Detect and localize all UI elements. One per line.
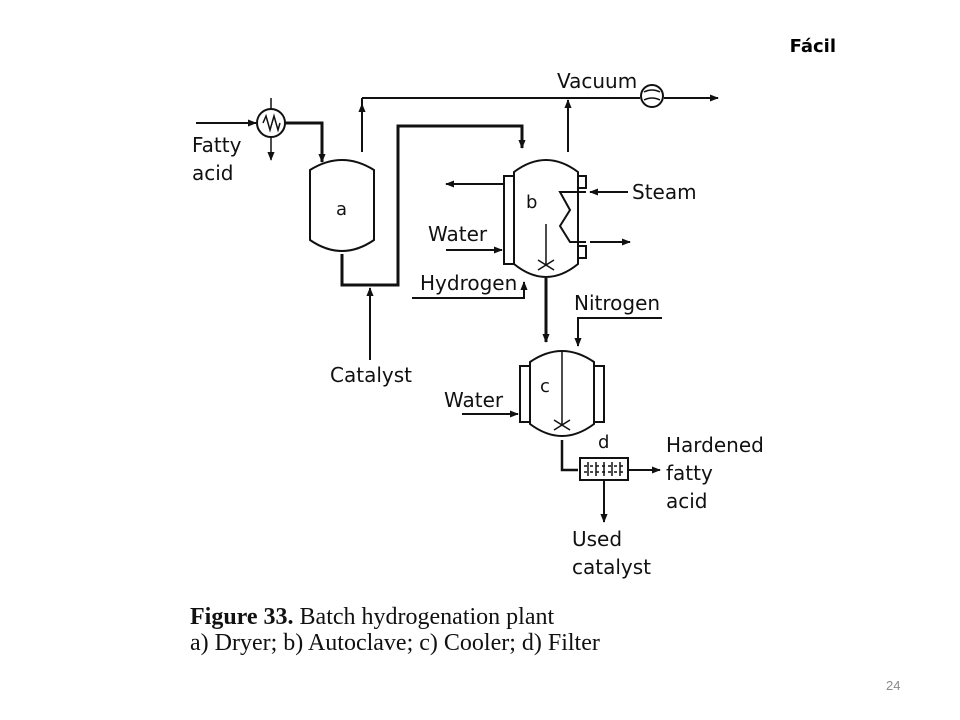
figure-label: Figure 33. — [190, 604, 294, 630]
steam-label: Steam — [632, 180, 697, 204]
heat-exchanger-icon — [256, 108, 286, 138]
steam-coil-icon — [558, 191, 586, 243]
cooler-jacket-right — [593, 365, 605, 423]
transfer-line-a-to-b — [340, 124, 526, 287]
hydrogen-feed-line — [412, 281, 528, 299]
water-b-label: Water — [428, 222, 488, 246]
fatty-label: Fatty — [192, 133, 242, 157]
water-c-label: Water — [444, 388, 504, 412]
acid-label: acid — [192, 161, 234, 185]
figure-legend: a) Dryer; b) Autoclave; c) Cooler; d) Fi… — [190, 630, 600, 656]
nitrogen-feed-line — [574, 317, 662, 347]
cooler-vessel-c — [529, 350, 595, 437]
vessel-c-label: c — [540, 376, 550, 397]
vacuum-pump-icon — [640, 84, 664, 108]
cooler-agitator-icon — [553, 352, 571, 431]
autoclave-jacket-left — [503, 175, 515, 265]
figure-title: Batch hydrogenation plant — [299, 604, 555, 630]
hardened-label: Hardened — [666, 433, 764, 457]
vessel-a-label: a — [336, 199, 347, 220]
difficulty-tag: Fácil — [789, 36, 836, 57]
vacuum-label: Vacuum — [557, 69, 637, 93]
vessel-d-label: d — [598, 432, 609, 453]
acid2-label: acid — [666, 489, 708, 513]
fatty2-label: fatty — [666, 461, 713, 485]
used-label: Used — [572, 527, 622, 551]
cooler-jacket-left — [519, 365, 531, 423]
vessel-b-label: b — [526, 192, 537, 213]
nitrogen-label: Nitrogen — [574, 291, 660, 315]
dryer-vessel-a — [309, 159, 375, 252]
catalyst-label: Catalyst — [330, 363, 412, 387]
figure-caption: Figure 33. Batch hydrogenation plant a) … — [190, 604, 600, 656]
used-catalyst-label: catalyst — [572, 555, 651, 579]
hydrogen-label: Hydrogen — [420, 271, 517, 295]
autoclave-vessel-b — [513, 159, 579, 278]
page-number: 24 — [886, 678, 901, 693]
transfer-line-c-to-d — [560, 440, 578, 472]
autoclave-agitator-icon — [537, 224, 555, 271]
